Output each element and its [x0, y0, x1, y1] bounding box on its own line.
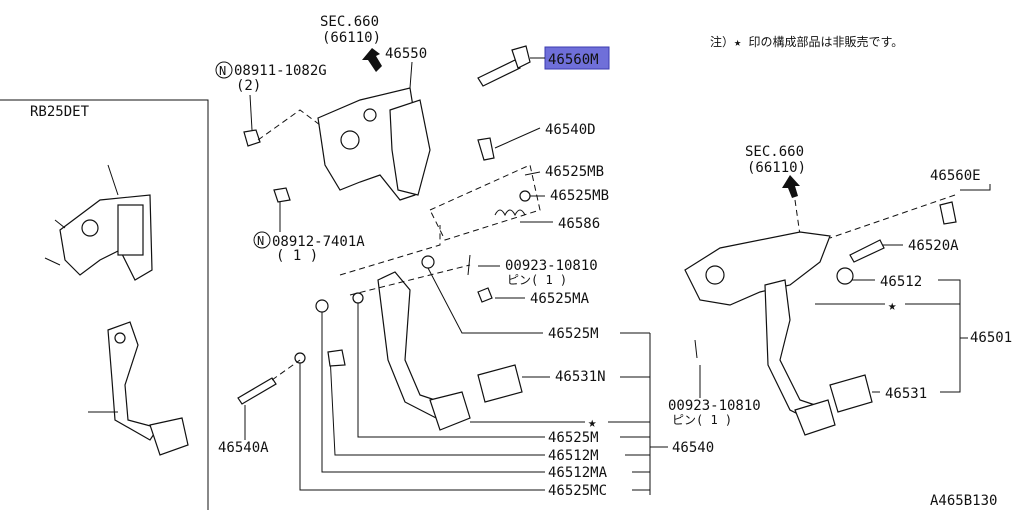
label-46525ma: 46525MA: [530, 291, 590, 307]
right-pedal: [764, 279, 873, 436]
right-bracket: [684, 231, 831, 306]
bolt-46540a: [237, 377, 277, 405]
clip-46525mc: [294, 352, 306, 364]
main-bracket: [317, 87, 431, 201]
pin-00923-b: [694, 339, 698, 359]
collar-46512ma: [315, 299, 329, 313]
label-46560e: 46560E: [930, 168, 981, 184]
bolt-46560e: [939, 201, 957, 225]
label-00923-a-sub: ピン( 1 ): [507, 273, 567, 287]
sec660-sub-b: (66110): [747, 160, 806, 176]
arrow-up-icon: [362, 48, 382, 72]
nut-08911: [243, 129, 261, 147]
star-marker-1: ★: [588, 415, 597, 431]
sec660-sub-a: (66110): [322, 30, 381, 46]
n-marker-glyph: N: [219, 64, 226, 78]
label-00923-a: 00923-10810: [505, 258, 598, 274]
label-08911-qty: (2): [236, 78, 261, 94]
note-text: 注）★ 印の構成部品は非販売です。: [710, 34, 903, 49]
label-46525m-1: 46525M: [548, 326, 599, 342]
label-46550: 46550: [385, 46, 427, 62]
stopper-46512m: [327, 349, 346, 367]
n-marker-glyph-2: N: [257, 234, 264, 248]
label-08911: 08911-1082G: [234, 63, 327, 79]
label-46512: 46512: [880, 274, 922, 290]
clip-46525ma: [477, 287, 493, 303]
pedal-pad-46531n: [477, 364, 523, 403]
label-00923-b-sub: ピン( 1 ): [672, 413, 732, 427]
label-46540-right: 46540: [672, 440, 714, 456]
label-46520a: 46520A: [908, 238, 959, 254]
sec660-label-a: SEC.660: [320, 14, 379, 30]
label-46560m: 46560M: [548, 52, 599, 68]
arrow-up-icon-2: [782, 175, 800, 198]
label-46531: 46531: [885, 386, 927, 402]
inset-title: RB25DET: [30, 104, 90, 120]
label-46525m-2: 46525M: [548, 430, 599, 446]
bushing-46525m-2: [352, 292, 364, 304]
label-46501: 46501: [970, 330, 1012, 346]
diagram-code: A465B130: [930, 493, 997, 509]
sec660-label-b: SEC.660: [745, 144, 804, 160]
label-00923-b: 00923-10810: [668, 398, 761, 414]
inset-frame: [0, 99, 209, 510]
clutch-pedal: [377, 271, 471, 431]
label-46512ma: 46512MA: [548, 465, 608, 481]
n-marker-icon: [215, 61, 233, 79]
bushing-46525mb: [519, 190, 531, 202]
label-08912-qty: ( 1 ): [276, 248, 318, 264]
bushing-46525m-1: [421, 255, 435, 269]
pin-46520a: [849, 239, 885, 263]
inset-bracket: [44, 194, 153, 281]
pin-00923-a: [467, 254, 471, 276]
label-08912: 08912-7401A: [272, 234, 365, 250]
nut-08912: [273, 187, 291, 203]
label-46540d: 46540D: [545, 122, 596, 138]
label-46586: 46586: [558, 216, 600, 232]
label-46525mb-2: 46525MB: [550, 188, 609, 204]
bolt-46560m: [477, 45, 531, 87]
label-46531n: 46531N: [555, 369, 606, 385]
star-marker-2: ★: [888, 298, 897, 314]
collar-46512: [836, 267, 854, 285]
label-46540a: 46540A: [218, 440, 269, 456]
spring-46586: [494, 209, 526, 217]
label-46525mb-1: 46525MB: [545, 164, 604, 180]
label-46525mc: 46525MC: [548, 483, 607, 499]
n-marker-icon-2: [253, 231, 271, 249]
label-46512m: 46512M: [548, 448, 599, 464]
inset-pedal: [107, 321, 189, 456]
bolt-46540d: [477, 137, 495, 161]
